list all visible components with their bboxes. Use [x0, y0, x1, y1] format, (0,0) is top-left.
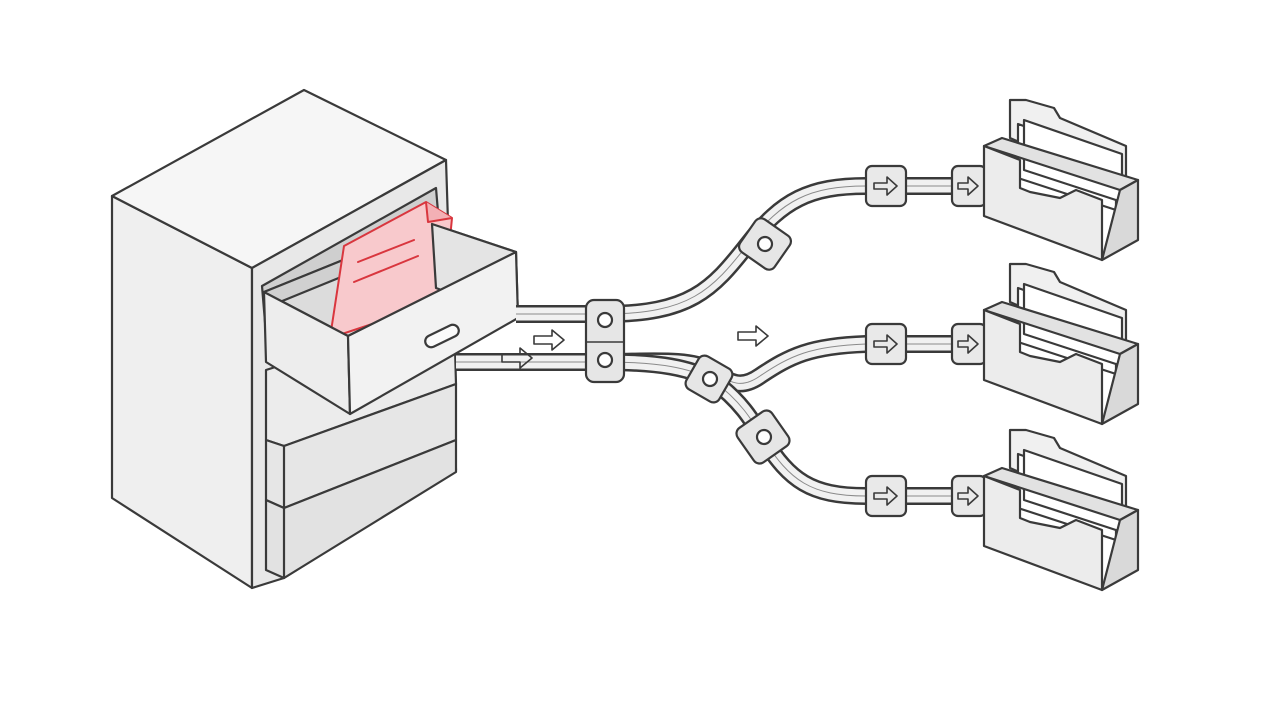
right-arrow-icon [533, 329, 565, 351]
right-arrow-icon [737, 325, 769, 347]
right-arrow-icon [957, 334, 979, 354]
joint-connector [684, 354, 734, 404]
right-arrow-icon [873, 486, 898, 506]
open-drawer [262, 201, 520, 416]
drawer-handle-icon [424, 323, 460, 349]
filing-cabinet-icon [110, 88, 520, 590]
right-arrow-icon [957, 486, 979, 506]
arrow-connector [950, 322, 988, 366]
right-arrow-icon [501, 347, 533, 369]
arrow-connector [864, 474, 908, 518]
file-tray-icon [982, 428, 1140, 592]
joint-connector [737, 217, 793, 271]
joint-connector [735, 409, 791, 465]
arrow-connector [864, 322, 908, 366]
right-arrow-icon [873, 334, 898, 354]
flow-arrows [501, 325, 769, 369]
arrow-connector [950, 164, 988, 208]
right-arrow-icon [957, 176, 979, 196]
pipe-connectors [584, 164, 988, 518]
arrow-connector [864, 164, 908, 208]
file-tray-icon [982, 262, 1140, 426]
file-tray-icon [982, 98, 1140, 262]
splitter-connector [584, 298, 626, 384]
right-arrow-icon [873, 176, 898, 196]
arrow-connector [950, 474, 988, 518]
